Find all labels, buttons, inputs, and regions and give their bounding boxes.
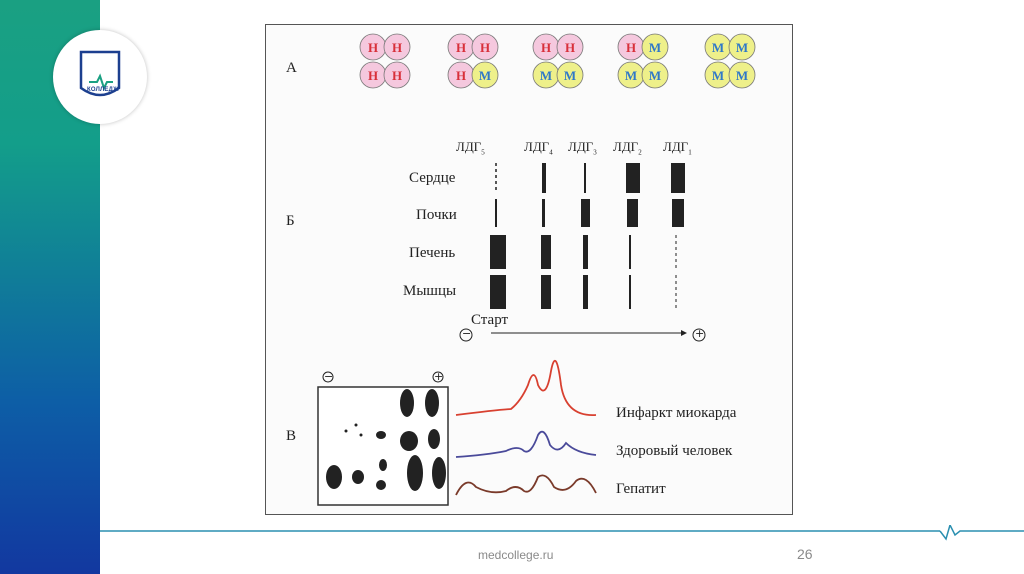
plus-sign: + — [434, 370, 444, 383]
organ-liver: Печень — [409, 245, 456, 261]
subunit-letter: М — [712, 40, 724, 55]
subunit-letter: Н — [392, 40, 402, 55]
plus-sign: + — [695, 327, 705, 340]
curve-label-healthy: Здоровый человек — [616, 443, 733, 459]
curve-label-hepatitis: Гепатит — [616, 481, 666, 497]
minus-sign: − — [462, 327, 472, 340]
subunit-letter: Н — [626, 40, 636, 55]
section-c-label: В — [286, 428, 297, 444]
subunit-letter: М — [736, 40, 748, 55]
subunit-m — [641, 33, 669, 61]
minus-sign: − — [324, 370, 334, 383]
subunit-letter: М — [625, 68, 637, 83]
organ-kidney: Почки — [416, 207, 457, 223]
subunit-letter: Н — [456, 68, 466, 83]
organ-muscle: Мышцы — [403, 283, 457, 299]
organ-heart: Сердце — [409, 170, 456, 186]
subunit-h — [471, 33, 499, 61]
start-label: Старт — [471, 312, 509, 328]
section-a-label: А — [286, 60, 297, 76]
subunit-letter: Н — [392, 68, 402, 83]
ldh-label-1: ЛДГ5 — [456, 139, 485, 157]
subunit-h — [556, 33, 584, 61]
subunit-m — [728, 33, 756, 61]
ldh-label-2: ЛДГ4 — [524, 139, 553, 157]
subunit-letter: М — [736, 68, 748, 83]
ecg-divider — [100, 525, 1024, 541]
subunit-letter: М — [479, 68, 491, 83]
electrophoresis-bands — [317, 163, 706, 506]
curve-label-infarct: Инфаркт миокарда — [616, 405, 737, 421]
section-b-label: Б — [286, 213, 295, 229]
subunit-letter: Н — [456, 40, 466, 55]
subunit-h — [383, 61, 411, 89]
subunit-m — [471, 61, 499, 89]
ldh-label-3: ЛДГ3 — [568, 139, 597, 157]
subunit-m — [556, 61, 584, 89]
ldh-label-5: ЛДГ1 — [663, 139, 692, 157]
subunit-letter: Н — [368, 68, 378, 83]
college-logo: Колледж — [53, 30, 147, 124]
subunit-m — [641, 61, 669, 89]
subunit-letter: Н — [368, 40, 378, 55]
subunit-h — [383, 33, 411, 61]
subunit-m — [728, 61, 756, 89]
subunit-letter: М — [649, 40, 661, 55]
subunit-letter: М — [540, 68, 552, 83]
page-number: 26 — [797, 546, 813, 562]
subunit-letter: Н — [541, 40, 551, 55]
subunit-letter: М — [649, 68, 661, 83]
subunit-letter: М — [712, 68, 724, 83]
logo-caption: Колледж — [87, 87, 119, 93]
subunit-letter: Н — [565, 40, 575, 55]
ldh-label-4: ЛДГ2 — [613, 139, 642, 157]
subunit-letter: Н — [480, 40, 490, 55]
subunit-letter: М — [564, 68, 576, 83]
footer-site: medcollege.ru — [478, 548, 554, 562]
shield-heart-icon — [79, 50, 121, 97]
